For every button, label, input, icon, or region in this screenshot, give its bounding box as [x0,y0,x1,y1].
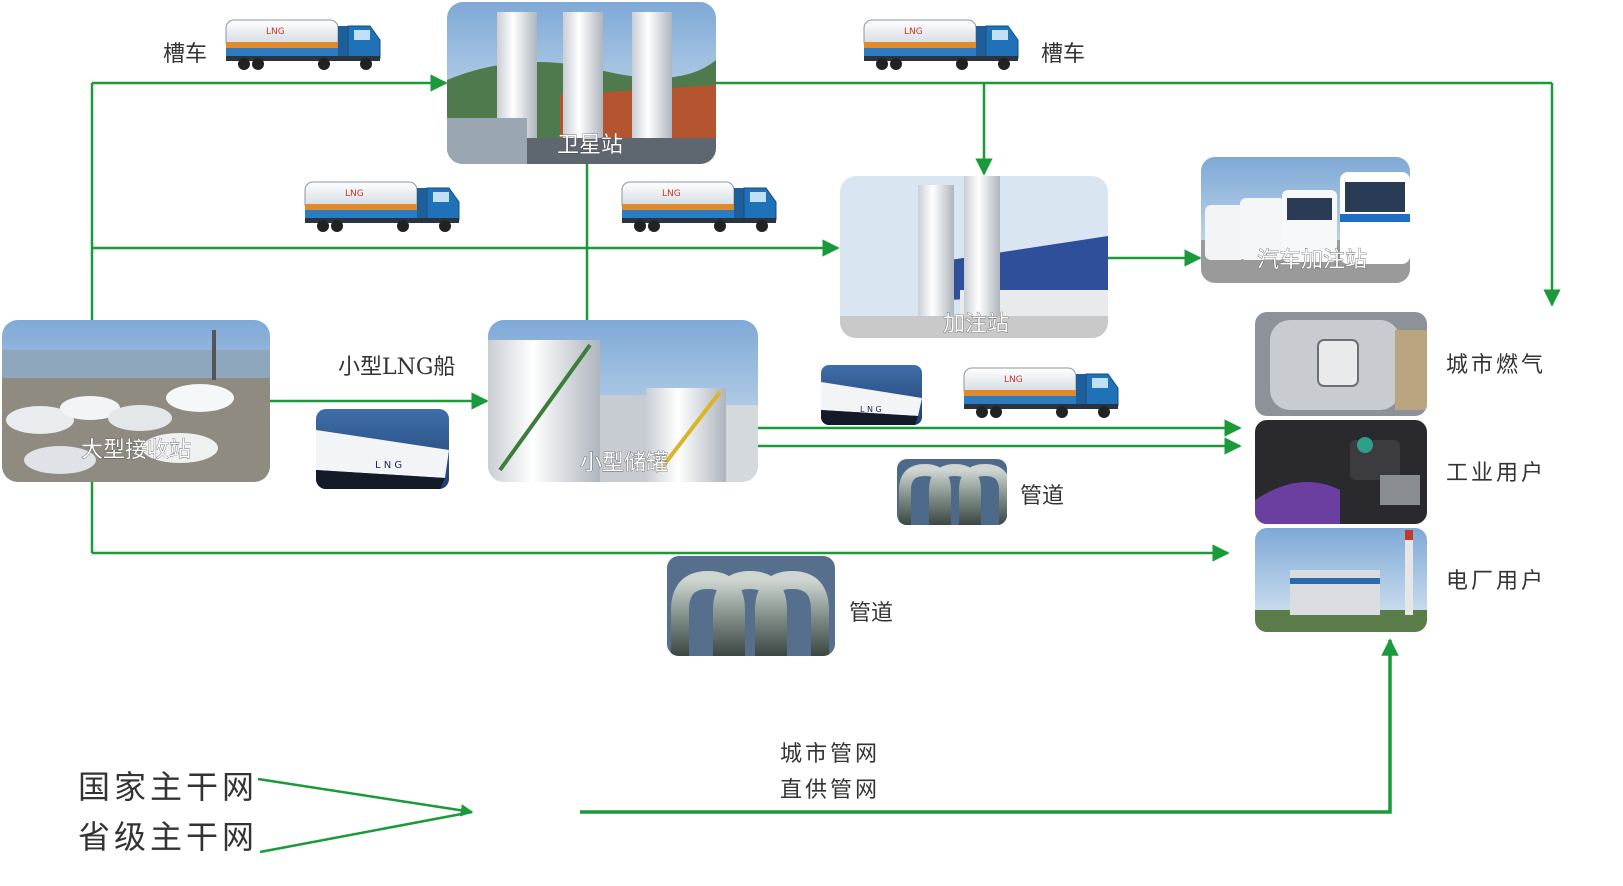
pipe-photo-bottom [667,556,835,656]
large-terminal-photo: 大型接收站 [2,320,270,482]
city-gas-label: 城市燃气 [1446,353,1546,378]
provincial-net-line [259,810,473,854]
tanker-label-right: 槽车 [1041,42,1085,67]
small-tank-label: 小型储罐 [580,451,668,476]
truck-badge: LNG [266,27,285,37]
vehicle-station-photo: 汽车加注站 [1201,157,1410,283]
power-plant-photo [1255,528,1427,632]
truck-icon-lower: LNG [963,367,1119,419]
satellite-station-label: 卫星站 [557,133,623,158]
filling-station-label: 加注站 [943,312,1009,337]
truck-icon-mid-left: LNG [304,181,460,233]
large-terminal-label: 大型接收站 [81,438,191,463]
filling-station-photo: 加注站 [840,176,1108,338]
city-network-label: 城市管网 [780,742,880,767]
tanker-label-left: 槽车 [163,42,207,67]
national-net-line [257,777,474,817]
satellite-station-photo: 卫星站 [447,2,716,164]
vehicle-station-label: 汽车加注站 [1257,248,1367,273]
ship-photo-right: L N G [821,365,922,425]
truck-badge: LNG [904,27,923,37]
truck-badge: LNG [662,189,681,199]
truck-badge: LNG [345,189,364,199]
national-network-label: 国家主干网 [78,768,258,806]
truck-icon-top-right: LNG [863,19,1019,71]
flow-network-to-users [580,638,1399,814]
labels: 槽车 槽车 小型LNG船 管道 管道 城市燃气 工业用户 电厂用户 国家主干网 … [78,42,1546,856]
industrial-photo [1255,420,1427,524]
truck-icon-top-left: LNG [225,19,381,71]
ship-badge-left: L N G [375,460,402,471]
flow-lines [90,74,1561,854]
small-tank-photo: 小型储罐 [488,320,758,482]
truck-badge: LNG [1004,375,1023,385]
city-gas-photo [1255,312,1427,416]
provincial-network-label: 省级主干网 [78,818,258,856]
pipe-label-mid: 管道 [1020,484,1064,509]
small-ship-label: 小型LNG船 [338,355,455,380]
industrial-user-label: 工业用户 [1446,461,1546,486]
pipe-photo-mid [897,459,1007,525]
ship-photo-left: L N G [316,409,449,489]
pipe-label-bottom: 管道 [849,601,893,626]
truck-icon-mid-right: LNG [621,181,777,233]
power-plant-user-label: 电厂用户 [1446,569,1546,594]
direct-network-label: 直供管网 [780,778,880,803]
ship-badge-right: L N G [860,405,882,414]
